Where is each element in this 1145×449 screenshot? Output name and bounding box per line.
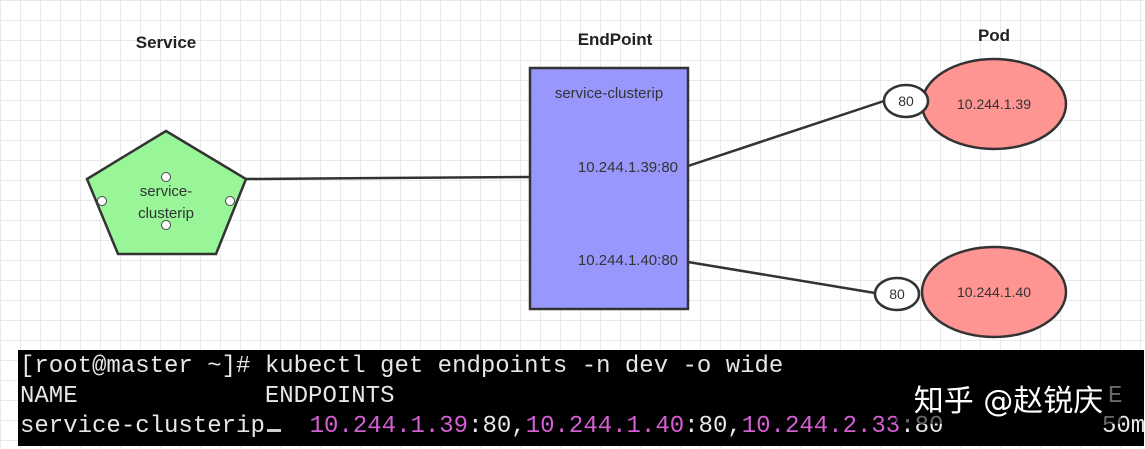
terminal-header-line: NAME ENDPOINTSE bbox=[20, 382, 1144, 412]
watermark: 知乎 @赵锐庆 bbox=[896, 380, 1121, 424]
connection-point[interactable] bbox=[161, 172, 171, 182]
connection-point[interactable] bbox=[225, 196, 235, 206]
pod-node-1-ip: 10.244.1.39 bbox=[957, 96, 1031, 112]
terminal-header-endpoints: ENDPOINTS bbox=[264, 383, 395, 410]
connection-point[interactable] bbox=[97, 196, 107, 206]
endpoint-entry-1: 10.244.1.39:80 bbox=[578, 159, 678, 176]
pod-port-2[interactable] bbox=[873, 276, 921, 312]
terminal-ep1-ip: 10.244.1.39 bbox=[309, 413, 469, 440]
terminal-ep2-ip: 10.244.1.40 bbox=[525, 413, 685, 440]
connector-endpoint-pod2 bbox=[687, 260, 876, 295]
endpoint-node[interactable] bbox=[528, 66, 690, 311]
service-node[interactable] bbox=[85, 129, 248, 256]
service-header: Service bbox=[136, 33, 197, 52]
terminal-ep2-port: :80, bbox=[684, 413, 742, 440]
terminal-row: service-clusterip 10.244.1.39:80,10.244.… bbox=[20, 412, 1145, 442]
pod-node-2[interactable] bbox=[920, 245, 1068, 339]
terminal-command-line: [root@master ~]# kubectl get endpoints -… bbox=[20, 352, 1144, 382]
terminal-row-name: service-clusterip bbox=[20, 413, 265, 440]
endpoint-node-label: service-clusterip bbox=[555, 85, 663, 102]
terminal-command: [root@master ~]# kubectl get endpoints -… bbox=[20, 353, 784, 380]
terminal-ep3-ip: 10.244.2.33 bbox=[741, 413, 901, 440]
endpoint-header: EndPoint bbox=[578, 30, 653, 49]
pod-header: Pod bbox=[978, 26, 1010, 45]
pod-node-2-ip: 10.244.1.40 bbox=[957, 284, 1031, 300]
connection-point[interactable] bbox=[161, 220, 171, 230]
connector-endpoint-pod1 bbox=[687, 99, 885, 168]
terminal-cursor bbox=[266, 429, 281, 432]
service-node-label-line2: clusterip bbox=[138, 205, 194, 222]
connector-service-endpoint bbox=[245, 175, 531, 181]
diagram: Service EndPoint Pod service- clusterip … bbox=[85, 26, 1068, 339]
terminal-header-name: NAME bbox=[20, 383, 78, 410]
pod-port-1[interactable] bbox=[882, 83, 930, 119]
endpoint-entry-2: 10.244.1.40:80 bbox=[578, 252, 678, 269]
pod-port-2-label: 80 bbox=[889, 286, 905, 302]
service-node-label-line1: service- bbox=[140, 183, 193, 200]
pod-port-1-label: 80 bbox=[898, 93, 914, 109]
terminal-ep1-port: :80, bbox=[468, 413, 526, 440]
terminal-row-gap bbox=[281, 413, 310, 440]
terminal[interactable]: [root@master ~]# kubectl get endpoints -… bbox=[18, 350, 1145, 446]
terminal-header-gap bbox=[78, 383, 265, 410]
